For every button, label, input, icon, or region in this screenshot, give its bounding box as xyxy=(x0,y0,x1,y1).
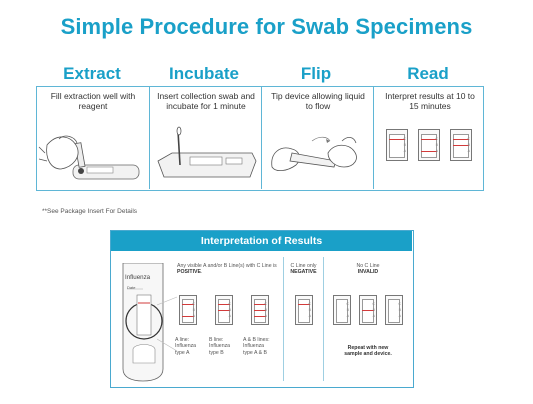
negative-description: C Line only NEGATIVE xyxy=(290,263,317,276)
invalid-note: Repeat with new sample and device. xyxy=(344,345,392,358)
step-incubate: Insert collection swab and incubate for … xyxy=(149,87,261,189)
invalid-strip-1: C B A xyxy=(333,295,351,325)
read-strip-3: C B A xyxy=(450,129,472,161)
step-read-text: Interpret results at 10 to 15 minutes xyxy=(385,91,475,111)
read-strip-2: C B A xyxy=(418,129,440,161)
step-heading-read: Read xyxy=(407,64,449,83)
invalid-strip-2: C B A xyxy=(359,295,377,325)
step-extract: Fill extraction well with reagent xyxy=(37,87,149,189)
page-title: Simple Procedure for Swab Specimens xyxy=(60,14,473,39)
step-incubate-text: Insert collection swab and incubate for … xyxy=(157,91,255,111)
section-divider-2 xyxy=(323,257,324,381)
positive-caption-a: A line: Influenza type A xyxy=(175,337,197,356)
step-read: Interpret results at 10 to 15 minutes C … xyxy=(373,87,485,189)
positive-description: Any visible A and/or B Line(s) with C Li… xyxy=(177,263,277,276)
positive-caption-ab: A & B lines: Influenza type A & B xyxy=(243,337,270,356)
positive-strip-ab: C B A xyxy=(251,295,269,325)
positive-caption-b: B line: Influenza type B xyxy=(209,337,231,356)
step-flip: Tip device allowing liquid to flow xyxy=(261,87,373,189)
extract-illustration xyxy=(38,135,140,180)
zoom-connector xyxy=(157,296,178,352)
procedure-steps-panel: Fill extraction well with reagent Insert… xyxy=(36,86,484,191)
device-label: Influenza xyxy=(125,274,151,281)
package-insert-footnote: **See Package Insert For Details xyxy=(42,208,138,215)
interpretation-body: Influenza Date Any visible A and/or B Li… xyxy=(111,251,412,386)
interpretation-heading: Interpretation of Results xyxy=(111,231,412,251)
device-illustration xyxy=(122,263,164,382)
incubate-illustration xyxy=(157,126,257,178)
flip-illustration xyxy=(271,136,357,171)
invalid-description: No C Line INVALID xyxy=(356,263,380,276)
step-heading-incubate: Incubate xyxy=(169,64,239,83)
section-divider-1 xyxy=(283,257,284,381)
read-strip-1: C B A xyxy=(386,129,408,161)
positive-strip-a: C B A xyxy=(179,295,197,325)
interpretation-panel: Interpretation of Results Influenza Date… xyxy=(110,230,414,388)
step-heading-flip: Flip xyxy=(300,64,332,83)
step-extract-text: Fill extraction well with reagent xyxy=(50,91,136,111)
positive-strip-b: C B A xyxy=(215,295,233,325)
device-date-label: Date xyxy=(127,285,136,290)
invalid-strip-3: C B A xyxy=(385,295,403,325)
negative-strip: C B A xyxy=(295,295,313,325)
step-heading-extract: Extract xyxy=(63,64,121,83)
step-flip-text: Tip device allowing liquid to flow xyxy=(271,91,365,111)
